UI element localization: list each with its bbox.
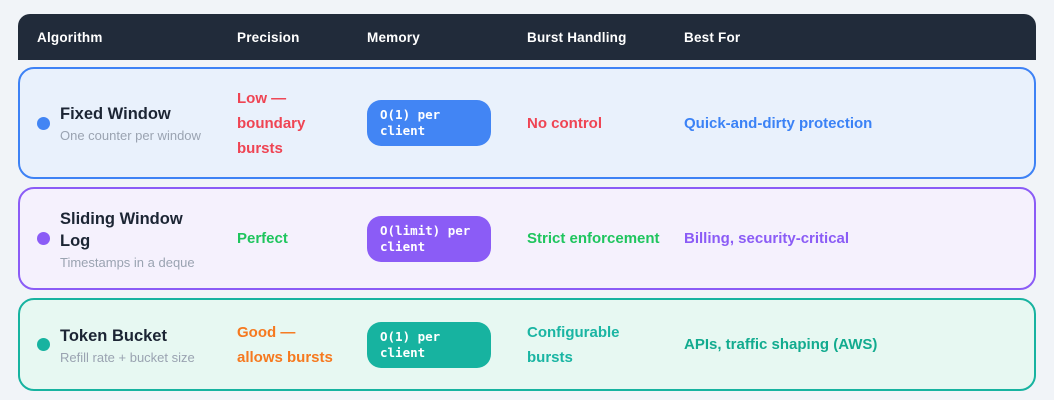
bullet-dot-icon [37, 232, 50, 245]
memory-cell: O(1) per client [367, 321, 527, 368]
algorithm-subtitle: Timestamps in a deque [60, 254, 195, 270]
algorithm-cell: Token Bucket Refill rate + bucket size [37, 325, 237, 365]
algorithm-cell: Sliding Window Log Timestamps in a deque [37, 208, 237, 270]
algorithm-name: Fixed Window [60, 105, 171, 123]
row-token-bucket: Token Bucket Refill rate + bucket size G… [18, 298, 1036, 391]
column-header-precision: Precision [237, 29, 300, 45]
algorithm-subtitle: One counter per window [60, 128, 201, 143]
bullet-dot-icon [37, 338, 50, 351]
table-body: Fixed Window One counter per window Low … [18, 67, 1036, 391]
algorithm-name: Token Bucket [60, 326, 167, 345]
best-for-cell: Quick-and-dirty protection [684, 114, 873, 132]
memory-cell: O(1) per client [367, 100, 527, 146]
memory-cell: O(limit) per client [367, 215, 527, 262]
burst-handling-cell: Configurable bursts [527, 323, 620, 366]
algorithm-subtitle: Refill rate + bucket size [60, 349, 195, 365]
column-header-memory: Memory [367, 29, 420, 45]
column-header-algorithm: Algorithm [37, 29, 103, 45]
precision-cell: Perfect [237, 230, 288, 247]
best-for-cell: APIs, traffic shaping (AWS) [684, 336, 878, 353]
precision-cell: Good — allows bursts [237, 323, 333, 366]
best-for-cell: Billing, security-critical [684, 230, 850, 247]
bullet-dot-icon [37, 116, 50, 130]
column-header-burst-handling: Burst Handling [527, 29, 627, 45]
memory-badge: O(1) per client [367, 321, 491, 368]
algorithm-cell: Fixed Window One counter per window [37, 103, 237, 143]
burst-handling-cell: No control [527, 114, 602, 132]
table-header: Algorithm Precision Memory Burst Handlin… [18, 14, 1036, 60]
memory-badge: O(limit) per client [367, 215, 491, 262]
memory-badge: O(1) per client [367, 100, 491, 146]
precision-cell: Low — boundary bursts [237, 89, 306, 157]
burst-handling-cell: Strict enforcement [527, 230, 660, 247]
algorithm-name: Sliding Window Log [60, 209, 183, 250]
row-sliding-window-log: Sliding Window Log Timestamps in a deque… [18, 187, 1036, 290]
row-fixed-window: Fixed Window One counter per window Low … [18, 67, 1036, 179]
column-header-best-for: Best For [684, 29, 741, 45]
